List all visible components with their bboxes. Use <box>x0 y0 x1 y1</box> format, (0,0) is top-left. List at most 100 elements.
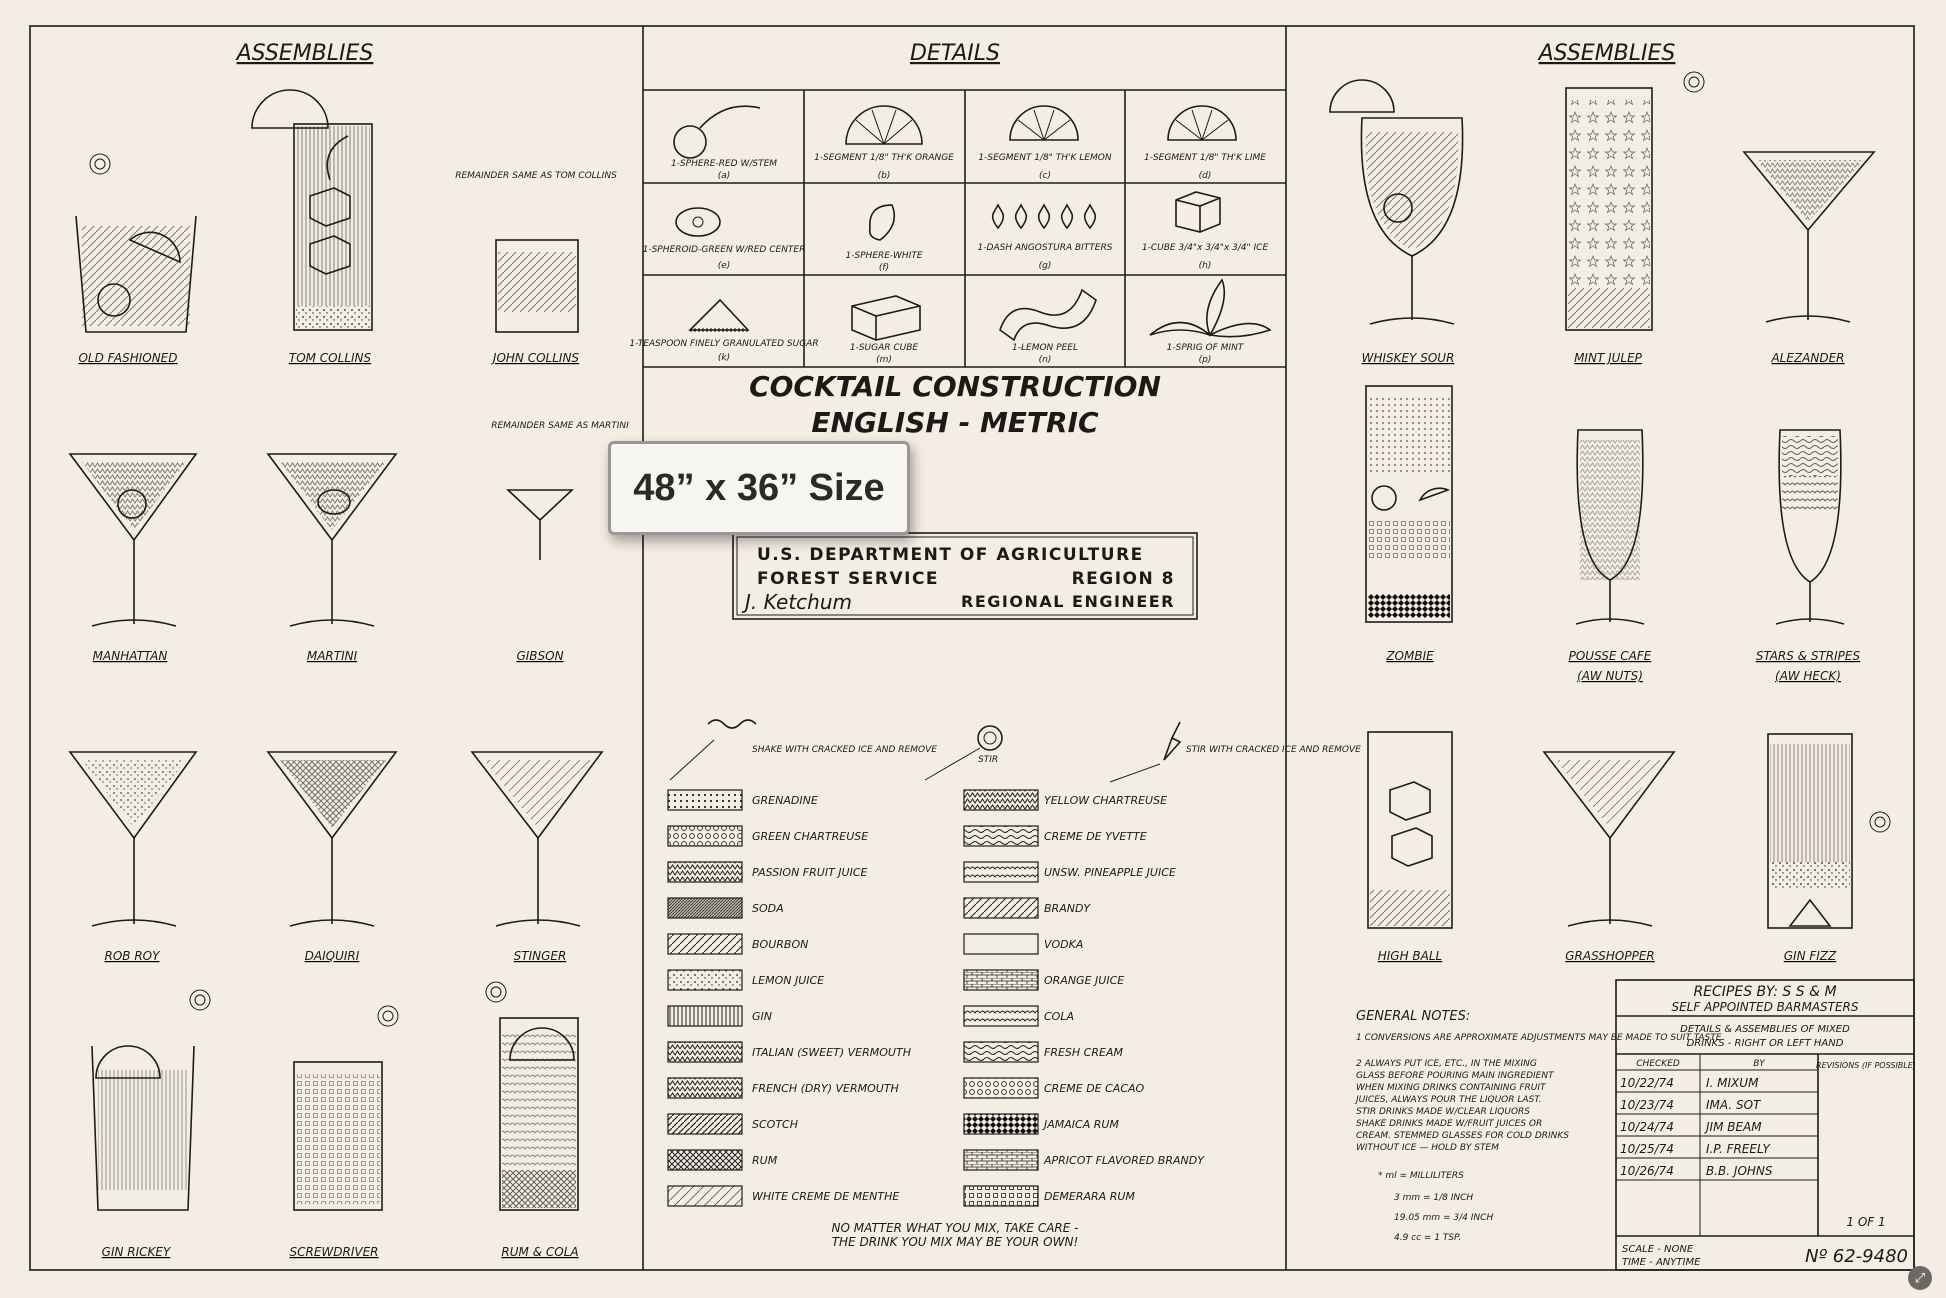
highball-glass <box>1367 731 1453 929</box>
drink-name-old-fashioned: OLD FASHIONED <box>78 351 177 365</box>
detail-label-a: 1-SPHERE-RED W/STEM <box>671 159 777 169</box>
general-notes: GENERAL NOTES: 1 CONVERSIONS ARE APPROXI… <box>1354 1009 1722 1243</box>
footer-note-line-1: NO MATTER WHAT YOU MIX, TAKE CARE - <box>832 1221 1079 1235</box>
drink-name-martini: MARTINI <box>307 649 358 663</box>
drink-name-grasshopper: GRASSHOPPER <box>1565 949 1655 963</box>
grasshopper-glass <box>1542 751 1676 927</box>
drink-name-highball: HIGH BALL <box>1378 949 1443 963</box>
detail-code-k: (k) <box>718 353 730 363</box>
drink-name-alezander: ALEZANDER <box>1770 351 1844 365</box>
sheet-border <box>29 25 1915 1271</box>
title-block-frame <box>1615 979 1915 1271</box>
detail-label-m: 1-SUGAR CUBE <box>850 343 919 353</box>
title-block-date-3: 10/24/74 <box>1620 1120 1674 1134</box>
bitters-drops-icon <box>991 203 1097 230</box>
drink-name-gin-fizz: GIN FIZZ <box>1784 949 1837 963</box>
drink-name-mint-julep: MINT JULEP <box>1574 351 1643 365</box>
title-block-scale: SCALE - NONE <box>1622 1244 1694 1255</box>
legend-left-item-label: GREEN CHARTREUSE <box>752 830 868 843</box>
title-block-by-1: I. MIXUM <box>1706 1076 1759 1090</box>
legend-left-item-label: LEMON JUICE <box>752 974 824 987</box>
legend-left-item-swatch <box>667 1149 743 1171</box>
legend-right-item-swatch <box>963 1113 1039 1135</box>
detail-code-p: (p) <box>1199 355 1212 365</box>
title-block-sheet: 1 OF 1 <box>1846 1215 1885 1229</box>
olive-icon <box>675 207 721 237</box>
remainder-note-john: REMAINDER SAME AS TOM COLLINS <box>455 171 617 181</box>
legend-left-item-label: WHITE CREME DE MENTHE <box>752 1190 899 1203</box>
detail-labels: 1-SPHERE-RED W/STEM (a) 1-SEGMENT 1/8" T… <box>629 153 1268 365</box>
stars-stripes-glass <box>1775 429 1845 625</box>
orange-segment-icon <box>845 105 923 145</box>
drink-names-left: OLD FASHIONED TOM COLLINS JOHN COLLINS M… <box>78 351 579 1259</box>
drink-name-pousse-cafe: POUSSE CAFE <box>1569 649 1652 663</box>
legend-left-item-label: SCOTCH <box>752 1118 798 1131</box>
legend-left-item-swatch <box>667 825 743 847</box>
sugar-icon <box>688 298 750 331</box>
header-assemblies-left: ASSEMBLIES <box>235 41 374 66</box>
detail-label-b: 1-SEGMENT 1/8" TH'K ORANGE <box>814 153 954 163</box>
legend-left-item-swatch <box>667 969 743 991</box>
detail-code-a: (a) <box>718 171 731 181</box>
title-line-1: COCKTAIL CONSTRUCTION <box>749 370 1161 403</box>
title-block-recipes: RECIPES BY: S S & M <box>1693 984 1836 1000</box>
drink-name-stinger: STINGER <box>514 949 567 963</box>
title-block-by-header: BY <box>1753 1059 1766 1069</box>
legend-left-item-swatch <box>667 861 743 883</box>
legend-right-item-label: YELLOW CHARTREUSE <box>1044 794 1167 807</box>
legend-left-item-label: GIN <box>752 1010 772 1023</box>
ice-cube-icon <box>1175 191 1221 233</box>
legend-left-item-swatch <box>667 789 743 811</box>
usda-signature: J. Ketchum <box>741 590 852 614</box>
general-note-2b: GLASS BEFORE POURING MAIN INGREDIENT <box>1356 1071 1555 1081</box>
lemon-segment-icon <box>1009 105 1079 141</box>
drink-name-rum-cola: RUM & COLA <box>501 1245 578 1259</box>
remainder-note-gibson: REMAINDER SAME AS MARTINI <box>491 421 629 431</box>
assemblies-left <box>68 89 604 1211</box>
stir-icon <box>977 725 1003 751</box>
legend-right-item-label: VODKA <box>1044 938 1083 951</box>
title-block-date-4: 10/25/74 <box>1620 1142 1674 1156</box>
legend-right-item-label: ORANGE JUICE <box>1044 974 1124 987</box>
units-note-1: * ml = MILLILITERS <box>1378 1171 1464 1181</box>
gibson-glass <box>505 489 575 560</box>
detail-code-f: (f) <box>879 263 889 273</box>
units-note-2: 3 mm = 1/8 INCH <box>1394 1193 1473 1203</box>
john-collins-glass <box>495 239 579 333</box>
legend-left-item-swatch <box>667 1077 743 1099</box>
old-fashioned-glass <box>75 153 197 333</box>
legend-right-item-label: APRICOT FLAVORED BRANDY <box>1043 1154 1205 1167</box>
legend-right-item-swatch <box>963 933 1039 955</box>
manhattan-glass <box>68 453 198 627</box>
drink-name-stars-stripes: STARS & STRIPES <box>1756 649 1861 663</box>
detail-icons <box>673 105 1272 342</box>
legend-left-item-label: ITALIAN (SWEET) VERMOUTH <box>752 1046 911 1059</box>
legend-right-item-swatch <box>963 1185 1039 1207</box>
drink-name-john-collins: JOHN COLLINS <box>491 351 580 365</box>
detail-code-g: (g) <box>1039 261 1052 271</box>
legend-left-item-swatch <box>667 1005 743 1027</box>
legend-left-item-label: FRENCH (DRY) VERMOUTH <box>752 1082 899 1095</box>
expand-icon[interactable]: ⤢ <box>1908 1266 1932 1290</box>
title-block-text: RECIPES BY: S S & M SELF APPOINTED BARMA… <box>1620 984 1916 1268</box>
title-block-sab: SELF APPOINTED BARMASTERS <box>1671 1000 1858 1014</box>
detail-label-p: 1-SPRIG OF MINT <box>1167 343 1245 353</box>
title-block-by-3: JIM BEAM <box>1704 1120 1762 1134</box>
usda-line-2-left: FOREST SERVICE <box>757 569 939 589</box>
general-notes-title: GENERAL NOTES: <box>1356 1009 1470 1024</box>
detail-label-g: 1-DASH ANGOSTURA BITTERS <box>978 243 1113 253</box>
details-grid <box>643 89 1286 368</box>
general-note-2a: 2 ALWAYS PUT ICE, ETC., IN THE MIXING <box>1356 1059 1537 1069</box>
drink-sub-pousse-cafe: (AW NUTS) <box>1577 669 1643 683</box>
mint-julep-glass <box>1565 71 1705 331</box>
stinger-glass <box>470 751 604 927</box>
tom-collins-glass <box>251 89 373 331</box>
drink-name-rob-roy: ROB ROY <box>105 949 162 963</box>
general-note-2e: STIR DRINKS MADE W/CLEAR LIQUORS <box>1356 1107 1530 1117</box>
legend-right-item-label: CREME DE YVETTE <box>1044 830 1147 843</box>
legend-left-item-swatch <box>667 1185 743 1207</box>
usda-line-2-right: REGION 8 <box>1072 569 1175 589</box>
legend-right-item-label: CREME DE CACAO <box>1044 1082 1145 1095</box>
general-note-2h: WITHOUT ICE — HOLD BY STEM <box>1356 1143 1499 1153</box>
